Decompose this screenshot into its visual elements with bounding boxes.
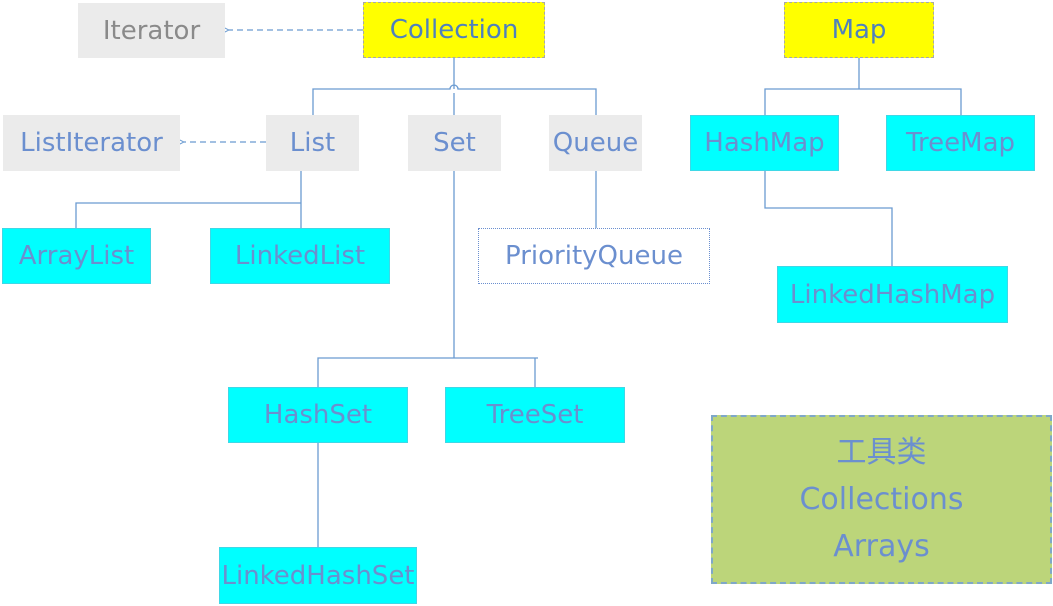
treeset-node: TreeSet (445, 387, 625, 443)
collection-node: Collection (363, 2, 545, 58)
tool-arrays-label: Arrays (833, 529, 930, 564)
list-children-connector (75, 171, 302, 228)
collection-label: Collection (389, 15, 519, 45)
listiterator-node: ListIterator (3, 115, 180, 171)
linkedhashmap-label: LinkedHashMap (789, 279, 996, 310)
linkedlist-label: LinkedList (234, 241, 366, 271)
linkedhashset-node: LinkedHashSet (219, 547, 417, 604)
arraylist-label: ArrayList (18, 241, 135, 271)
list-label: List (289, 128, 336, 158)
hashset-node: HashSet (228, 387, 408, 443)
map-label: Map (831, 15, 887, 45)
map-children-connector (764, 58, 962, 115)
hashmap-linkedhashmap-connector (764, 171, 893, 266)
treeset-label: TreeSet (486, 400, 584, 430)
map-node: Map (784, 2, 934, 58)
set-label: Set (433, 128, 476, 158)
hashset-label: HashSet (263, 400, 373, 430)
listiterator-label: ListIterator (20, 128, 163, 158)
linkedlist-node: LinkedList (210, 228, 390, 284)
collection-children-connector (312, 58, 597, 115)
treemap-label: TreeMap (905, 128, 1016, 158)
priorityqueue-node: PriorityQueue (478, 228, 710, 284)
list-node: List (266, 115, 359, 171)
queue-node: Queue (549, 115, 642, 171)
tool-classes-title: 工具类 (836, 435, 927, 470)
iterator-node: Iterator (78, 3, 225, 58)
tool-classes-box: 工具类 Collections Arrays (711, 415, 1052, 584)
tool-collections-label: Collections (799, 482, 964, 517)
iterator-label: Iterator (102, 15, 201, 46)
queue-label: Queue (552, 128, 639, 158)
arraylist-node: ArrayList (2, 228, 151, 284)
priorityqueue-label: PriorityQueue (505, 241, 683, 271)
linkedhashmap-node: LinkedHashMap (777, 266, 1008, 323)
set-node: Set (408, 115, 501, 171)
linkedhashset-label: LinkedHashSet (221, 560, 415, 591)
hashmap-label: HashMap (704, 128, 825, 158)
set-children-connector (317, 171, 538, 387)
hashmap-node: HashMap (690, 115, 839, 171)
treemap-node: TreeMap (886, 115, 1035, 171)
